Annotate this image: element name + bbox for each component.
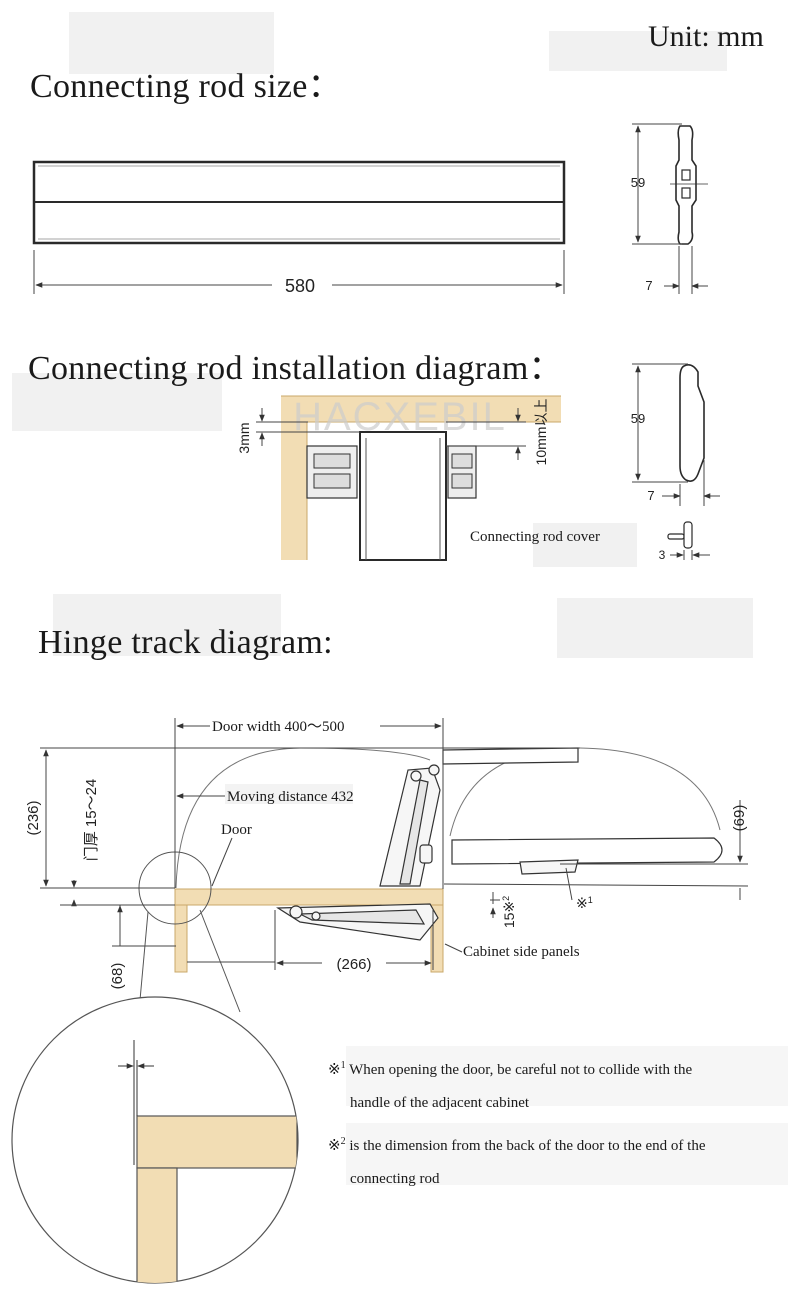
blank-box	[557, 598, 753, 658]
door-thickness-label: 门厚 15～24	[83, 779, 100, 862]
cover-icon	[667, 521, 710, 560]
door-open	[442, 747, 723, 865]
installation-title: Connecting rod installation diagram：	[28, 350, 563, 387]
cover-thickness-label: 7	[647, 488, 654, 503]
blank-box	[12, 373, 222, 431]
gap-label: 3mm	[236, 422, 252, 453]
rod-length-dimension	[33, 250, 565, 294]
note1-line2: handle of the adjacent cabinet	[350, 1095, 530, 1111]
blank-box	[346, 1123, 788, 1185]
rod-profile-dimensions	[632, 123, 708, 294]
clearance-label: 10mm以上	[533, 399, 549, 466]
label-bg	[225, 784, 353, 804]
cover-label: Connecting rod cover	[470, 529, 600, 545]
height-236-label: (236)	[25, 800, 42, 835]
detail-circles	[138, 851, 241, 1013]
note1-line1: When opening the door, be careful not to…	[349, 1062, 693, 1078]
rod-size-title: Connecting rod size：	[30, 68, 342, 105]
rod-side-view	[32, 160, 566, 245]
dim-15-label: 15※2	[501, 896, 517, 928]
blank-box	[53, 594, 281, 656]
hinge-mechanism	[276, 764, 579, 941]
zoom-detail	[11, 996, 299, 1284]
mark1-label: ※1	[576, 895, 593, 911]
rod-thickness-label: 7	[645, 278, 652, 293]
rod-cover-profile	[679, 364, 705, 482]
installation-cabinet	[281, 395, 561, 561]
rod-length-label: 580	[285, 276, 315, 296]
door-width-label: Door width 400～500	[212, 719, 345, 735]
note1-sup: 1	[340, 1060, 346, 1071]
cover-dim-label: 3	[659, 548, 666, 562]
dim-68-label: (68)	[109, 963, 126, 990]
note2-sup: 2	[340, 1136, 346, 1147]
door-label: Door	[221, 822, 252, 838]
rod-height-label: 59	[631, 175, 645, 190]
unit-label: Unit: mm	[648, 20, 764, 53]
note1-mark: ※	[328, 1062, 341, 1078]
note2-mark: ※	[328, 1138, 341, 1154]
hinge-title: Hinge track diagram:	[38, 624, 333, 661]
cabinet-label: Cabinet side panels	[463, 944, 580, 960]
blank-box	[533, 523, 637, 567]
door-arcs	[175, 747, 721, 889]
note-1: ※1 When opening the door, be careful not…	[328, 1049, 692, 1120]
note2-line1: is the dimension from the back of the do…	[349, 1138, 706, 1154]
hinge-dimensions	[40, 718, 749, 970]
moving-distance-label: Moving distance 432	[227, 789, 354, 805]
installation-dimensions	[256, 408, 526, 460]
cover-dimensions	[632, 363, 720, 506]
blank-box	[69, 12, 274, 74]
blank-box	[549, 31, 727, 71]
note2-line2: connecting rod	[350, 1171, 440, 1187]
dim-69-label: (69)	[731, 805, 748, 832]
cover-height-label: 59	[631, 411, 645, 426]
note-2: ※2 is the dimension from the back of the…	[328, 1125, 706, 1196]
blank-box	[346, 1046, 788, 1106]
rod-profile	[670, 125, 708, 245]
dim-266-label: (266)	[336, 956, 371, 973]
